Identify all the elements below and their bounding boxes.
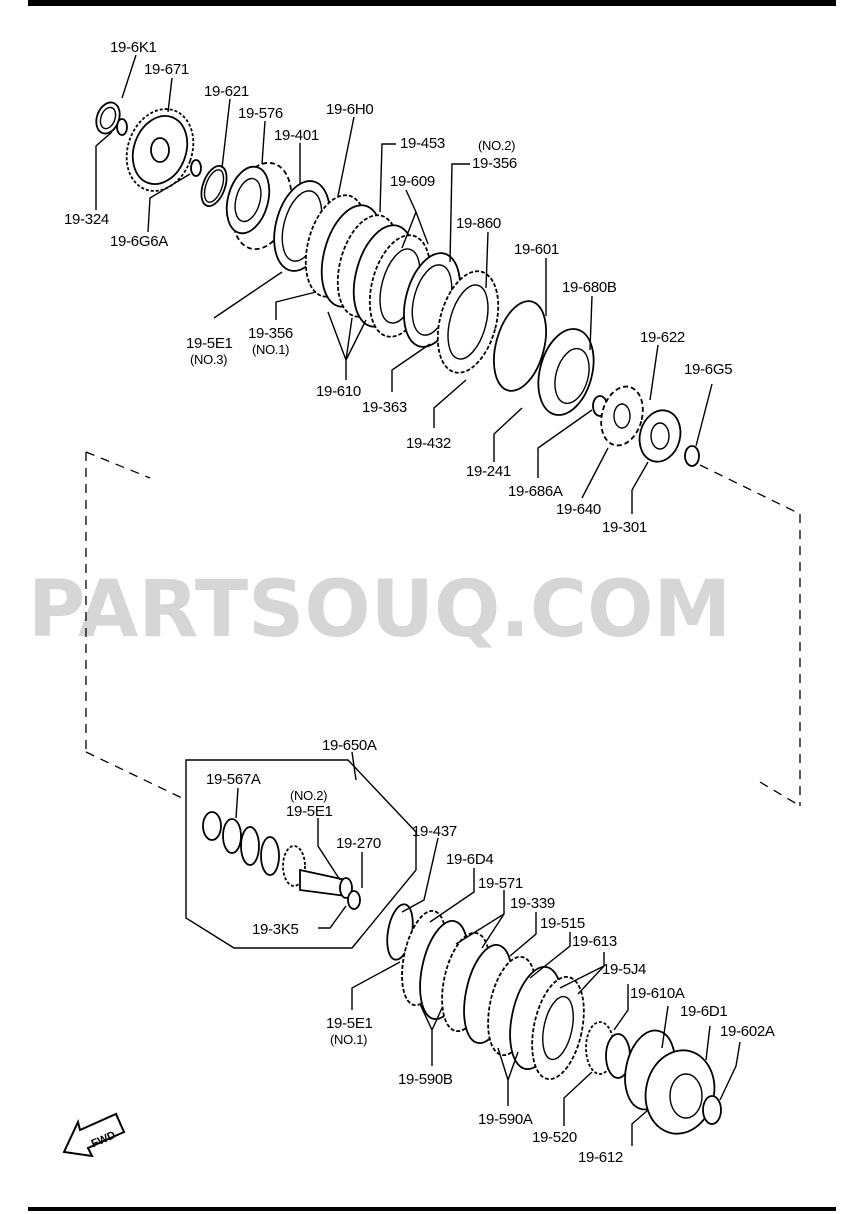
label-no2-356: (NO.2)	[478, 138, 515, 153]
label-19-6H0: 19-6H0	[326, 101, 373, 118]
label-19-363: 19-363	[362, 399, 407, 416]
label-19-590A: 19-590A	[478, 1111, 533, 1128]
label-19-432: 19-432	[406, 435, 451, 452]
label-19-576: 19-576	[238, 105, 283, 122]
label-19-650A: 19-650A	[322, 737, 377, 754]
label-19-324: 19-324	[64, 211, 109, 228]
label-19-3K5: 19-3K5	[252, 921, 299, 938]
label-19-5E1-no3: 19-5E1	[186, 335, 233, 352]
label-no1-5E1: (NO.1)	[330, 1032, 367, 1047]
label-19-860: 19-860	[456, 215, 501, 232]
label-19-602A: 19-602A	[720, 1023, 775, 1040]
top-border	[28, 0, 836, 6]
label-19-590B: 19-590B	[398, 1071, 453, 1088]
label-19-686A: 19-686A	[508, 483, 563, 500]
fwd-arrow-icon: FWD	[62, 1112, 126, 1158]
label-19-437: 19-437	[412, 823, 457, 840]
label-19-270: 19-270	[336, 835, 381, 852]
label-19-6G6A: 19-6G6A	[110, 233, 168, 250]
label-19-241: 19-241	[466, 463, 511, 480]
label-19-5E1-no2: 19-5E1	[286, 803, 333, 820]
label-19-515: 19-515	[540, 915, 585, 932]
label-19-6K1: 19-6K1	[110, 39, 157, 56]
label-19-356-no1: 19-356	[248, 325, 293, 342]
label-19-680B: 19-680B	[562, 279, 617, 296]
label-19-453: 19-453	[400, 135, 445, 152]
label-19-610A: 19-610A	[630, 985, 685, 1002]
bottom-border	[28, 1207, 836, 1211]
label-19-640: 19-640	[556, 501, 601, 518]
lower-part-labels: 19-650A 19-567A (NO.2) 19-5E1 19-270 19-…	[206, 737, 775, 1166]
label-19-339: 19-339	[510, 895, 555, 912]
label-19-301: 19-301	[602, 519, 647, 536]
label-19-6D1: 19-6D1	[680, 1003, 727, 1020]
label-19-5E1-no1: 19-5E1	[326, 1015, 373, 1032]
label-19-6G5: 19-6G5	[684, 361, 732, 378]
label-19-610: 19-610	[316, 383, 361, 400]
label-19-401: 19-401	[274, 127, 319, 144]
upper-part-labels: 19-6K1 19-671 19-621 19-576 19-6H0 19-40…	[64, 39, 733, 536]
label-19-671: 19-671	[144, 61, 189, 78]
label-19-6D4: 19-6D4	[446, 851, 493, 868]
lower-leader-lines	[235, 751, 741, 1146]
label-19-571: 19-571	[478, 875, 523, 892]
dashed-connectors	[85, 451, 801, 807]
label-19-612: 19-612	[578, 1149, 623, 1166]
upper-assembly-parts	[95, 101, 700, 467]
label-no2-5E1: (NO.2)	[290, 788, 327, 803]
watermark-text: PARTSOUQ.COM	[28, 565, 731, 655]
label-19-613: 19-613	[572, 933, 617, 950]
label-19-567A: 19-567A	[206, 771, 261, 788]
label-19-609: 19-609	[390, 173, 435, 190]
label-19-5J4: 19-5J4	[602, 961, 646, 978]
label-19-520: 19-520	[532, 1129, 577, 1146]
label-19-601: 19-601	[514, 241, 559, 258]
label-19-621: 19-621	[204, 83, 249, 100]
upper-leader-lines	[95, 54, 713, 514]
label-19-622: 19-622	[640, 329, 685, 346]
lower-assembly-parts	[185, 759, 722, 1135]
label-no1-356: (NO.1)	[252, 342, 289, 357]
label-no3: (NO.3)	[190, 352, 227, 367]
label-19-356-top: 19-356	[472, 155, 517, 172]
